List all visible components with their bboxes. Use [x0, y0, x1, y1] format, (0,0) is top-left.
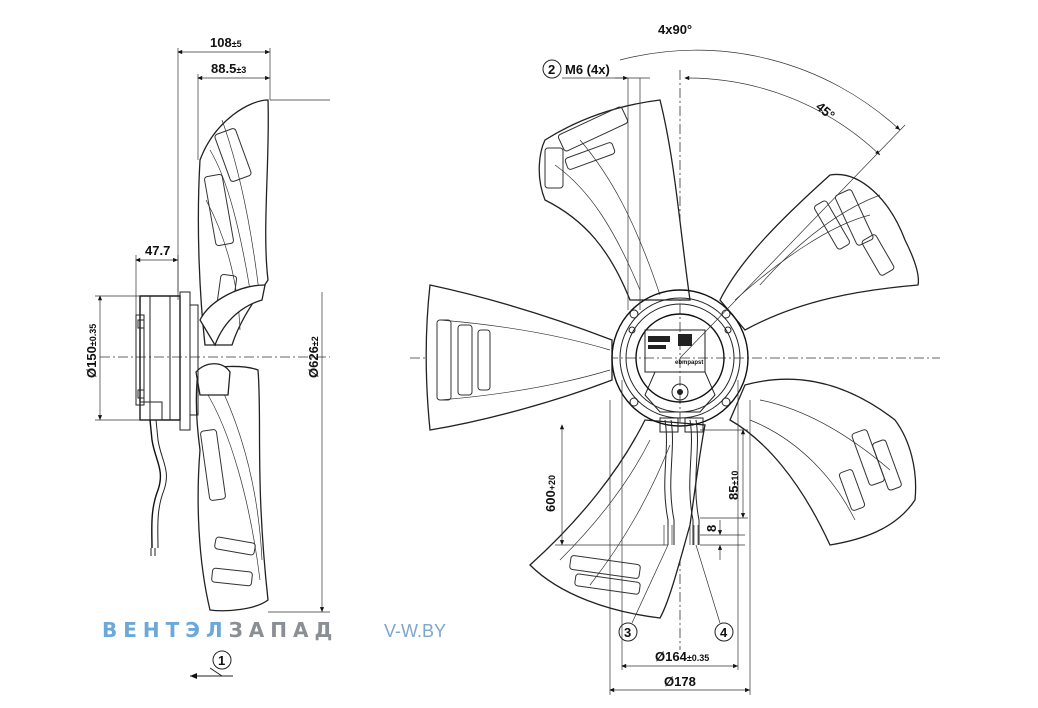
dim-88-5: 88.5	[211, 61, 236, 76]
callout-2	[542, 59, 562, 79]
brand-watermark: ВЕНТЭЛЗАПАД V-W.BY	[102, 618, 446, 642]
svg-text:Ø150±0.35: Ø150±0.35	[84, 324, 99, 378]
callout-4	[714, 622, 734, 642]
dim-4x90: 4x90°	[658, 22, 692, 37]
svg-text:3: 3	[624, 625, 631, 640]
cable-right	[689, 419, 694, 545]
front-blade-bottom	[529, 419, 706, 619]
dim-dia-164: Ø164	[655, 649, 688, 664]
side-view: 108±5 88.5±3 47.7 Ø150±0.35 Ø626±2 1	[84, 35, 330, 679]
svg-text:Ø626±2: Ø626±2	[306, 336, 321, 378]
front-blade-right-bottom	[729, 378, 917, 546]
callout-3	[618, 622, 638, 642]
side-motor-body	[139, 295, 181, 421]
svg-text:85±10: 85±10	[726, 471, 741, 500]
callout-1	[212, 650, 232, 670]
dim-thread: M6 (4x)	[565, 62, 610, 77]
side-cable	[149, 419, 162, 549]
dim-dia-150: Ø150	[84, 346, 99, 378]
svg-text:1: 1	[218, 653, 225, 668]
dim-dia-178: Ø178	[664, 674, 696, 689]
side-blade-lower	[195, 365, 269, 612]
front-blade-left	[425, 284, 613, 431]
label-brand: ebmpapst	[675, 360, 703, 366]
front-blade-right-top	[719, 173, 920, 331]
dim-dia-626: Ø626	[306, 346, 321, 378]
brand-part-2: ЗАПАД	[229, 618, 339, 642]
front-view: ebmpapst 4x90° 45° 2 M6 (4x)	[410, 22, 940, 695]
dim-85: 85	[726, 486, 741, 500]
svg-text:Ø164±0.35: Ø164±0.35	[655, 649, 709, 664]
svg-text:88.5±3: 88.5±3	[211, 61, 246, 76]
dim-600: 600	[543, 490, 558, 512]
dim-8: 8	[704, 525, 719, 532]
brand-site: V-W.BY	[384, 621, 446, 641]
brand-part-1: ВЕНТЭЛ	[102, 618, 229, 642]
svg-text:2: 2	[548, 62, 555, 77]
hub-inner	[635, 313, 725, 403]
svg-text:4: 4	[720, 625, 728, 640]
hub-outer	[611, 289, 749, 427]
dim-47-7: 47.7	[145, 243, 170, 258]
svg-text:600+20: 600+20	[543, 475, 558, 512]
front-blade-top	[538, 99, 691, 301]
svg-text:ВЕНТЭЛЗАПАД: ВЕНТЭЛЗАПАД	[102, 618, 338, 642]
dim-108: 108	[210, 35, 232, 50]
svg-text:108±5: 108±5	[210, 35, 242, 50]
cable-left	[664, 419, 669, 545]
